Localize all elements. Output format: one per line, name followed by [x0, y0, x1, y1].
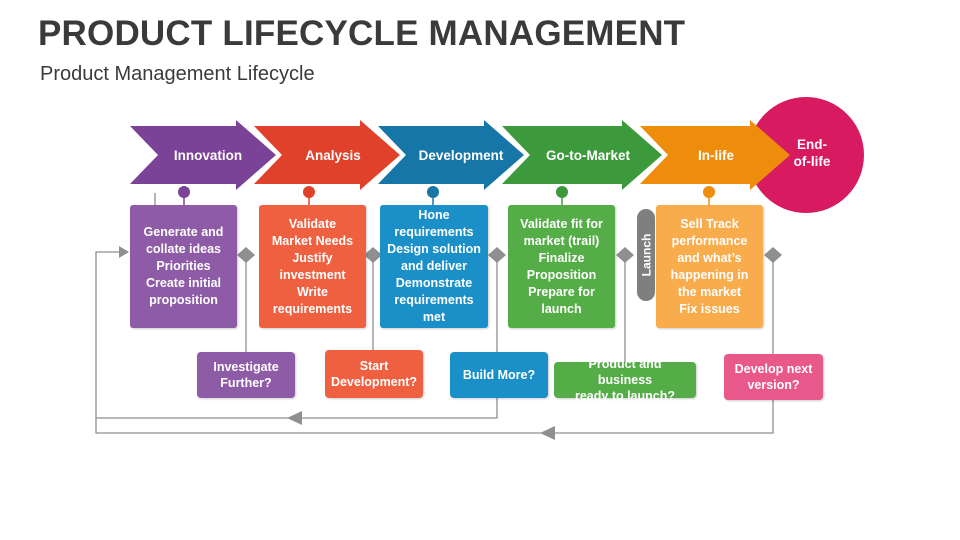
- detail-line: Demonstrate: [395, 276, 473, 290]
- decision-line: Start: [359, 359, 389, 373]
- decision-diamond: [616, 247, 634, 263]
- chevron-analysis: [254, 120, 400, 190]
- decision-investigate-further: Investigate Further?: [197, 352, 295, 398]
- decision-build-more: Build More?: [450, 352, 548, 398]
- decision-line: Product and business: [588, 357, 662, 387]
- detail-line: Validate: [288, 216, 337, 231]
- detail-box-gotomarket: Validate fit for market (trail) Finalize…: [508, 205, 615, 328]
- detail-line: Write: [296, 284, 329, 299]
- end-of-life-circle: [748, 97, 864, 213]
- detail-line: proposition: [149, 293, 218, 307]
- detail-line: happening in: [670, 267, 749, 282]
- pin-dot: [556, 186, 568, 198]
- decision-line: Development?: [330, 375, 418, 389]
- connector-arrowhead: [540, 426, 555, 440]
- end-of-life-line: End-: [797, 137, 827, 152]
- chevron-innovation: [130, 120, 276, 190]
- decision-diamonds: [237, 247, 782, 263]
- detail-line: Fix issues: [679, 301, 740, 316]
- detail-line: Prepare for: [528, 284, 595, 299]
- stage-label-innovation: Innovation: [174, 148, 242, 163]
- detail-line: Generate and: [143, 225, 224, 239]
- decision-line: Investigate: [213, 360, 279, 374]
- stage-pins: [178, 186, 715, 207]
- detail-line: Design solution: [387, 242, 481, 256]
- launch-label: Launch: [639, 233, 654, 277]
- stage-label-development: Development: [419, 148, 504, 163]
- pin-dot: [303, 186, 315, 198]
- end-of-life-line: of-life: [793, 154, 831, 169]
- detail-box-innovation: Generate and collate ideas Priorities Cr…: [130, 205, 237, 328]
- detail-line: investment: [279, 267, 346, 282]
- page-subtitle: Product Management Lifecycle: [40, 63, 315, 85]
- pin-dot: [178, 186, 190, 198]
- decision-diamond: [237, 247, 255, 263]
- detail-line: launch: [541, 301, 582, 316]
- detail-line: Justify: [292, 250, 333, 265]
- page-title: PRODUCT LIFECYCLE MANAGEMENT: [38, 14, 686, 53]
- stage-label-inlife: In-life: [698, 148, 734, 163]
- detail-line: requirements: [394, 225, 474, 239]
- pin-dot: [703, 186, 715, 198]
- end-of-life-label: End- of-life: [786, 136, 838, 170]
- decision-start-development: Start Development?: [325, 350, 423, 398]
- detail-box-development: Hone requirements Design solution and de…: [380, 205, 488, 328]
- detail-line: and what’s: [677, 250, 742, 265]
- decision-next-version: Develop next version?: [724, 354, 823, 400]
- stage-chevrons: [130, 120, 790, 190]
- chevron-gotomarket: [502, 120, 662, 190]
- decision-line: ready to launch?: [574, 389, 676, 403]
- detail-line: Hone: [418, 208, 450, 222]
- detail-line: the market: [677, 284, 742, 299]
- decision-line: Develop next: [734, 362, 813, 376]
- detail-line: Priorities: [156, 259, 211, 273]
- detail-line: collate ideas: [145, 242, 222, 256]
- decision-line: version?: [747, 378, 800, 392]
- detail-line: and deliver: [401, 259, 467, 273]
- detail-line: Sell Track: [680, 216, 739, 231]
- detail-line: Create initial: [145, 276, 222, 290]
- detail-box-inlife: Sell Track performance and what’s happen…: [656, 205, 763, 328]
- chevron-inlife: [640, 120, 790, 190]
- decision-line: Further?: [220, 376, 272, 390]
- detail-line: Market Needs: [271, 233, 354, 248]
- pin-dot: [427, 186, 439, 198]
- decision-ready-to-launch: Product and business ready to launch?: [554, 357, 696, 403]
- detail-line: requirements met: [394, 293, 474, 324]
- stage-label-gotomarket: Go-to-Market: [546, 148, 631, 163]
- decision-line: Build More?: [462, 368, 536, 382]
- connector-arrowhead: [287, 411, 302, 425]
- stage-label-analysis: Analysis: [305, 148, 361, 163]
- launch-pill: Launch: [637, 209, 655, 301]
- detail-line: Validate fit for: [520, 216, 603, 231]
- decision-diamond: [364, 247, 382, 263]
- detail-box-analysis: Validate Market Needs Justify investment…: [259, 205, 366, 328]
- loop-next-version: [95, 256, 774, 434]
- decision-diamond: [488, 247, 506, 263]
- decision-diamond: [764, 247, 782, 263]
- detail-line: requirements: [272, 301, 353, 316]
- detail-line: Finalize: [538, 250, 585, 265]
- connector-arrowhead: [119, 246, 129, 258]
- detail-line: Proposition: [526, 267, 597, 282]
- detail-line: market (trail): [523, 233, 600, 248]
- detail-line: performance: [671, 233, 748, 248]
- chevron-development: [378, 120, 524, 190]
